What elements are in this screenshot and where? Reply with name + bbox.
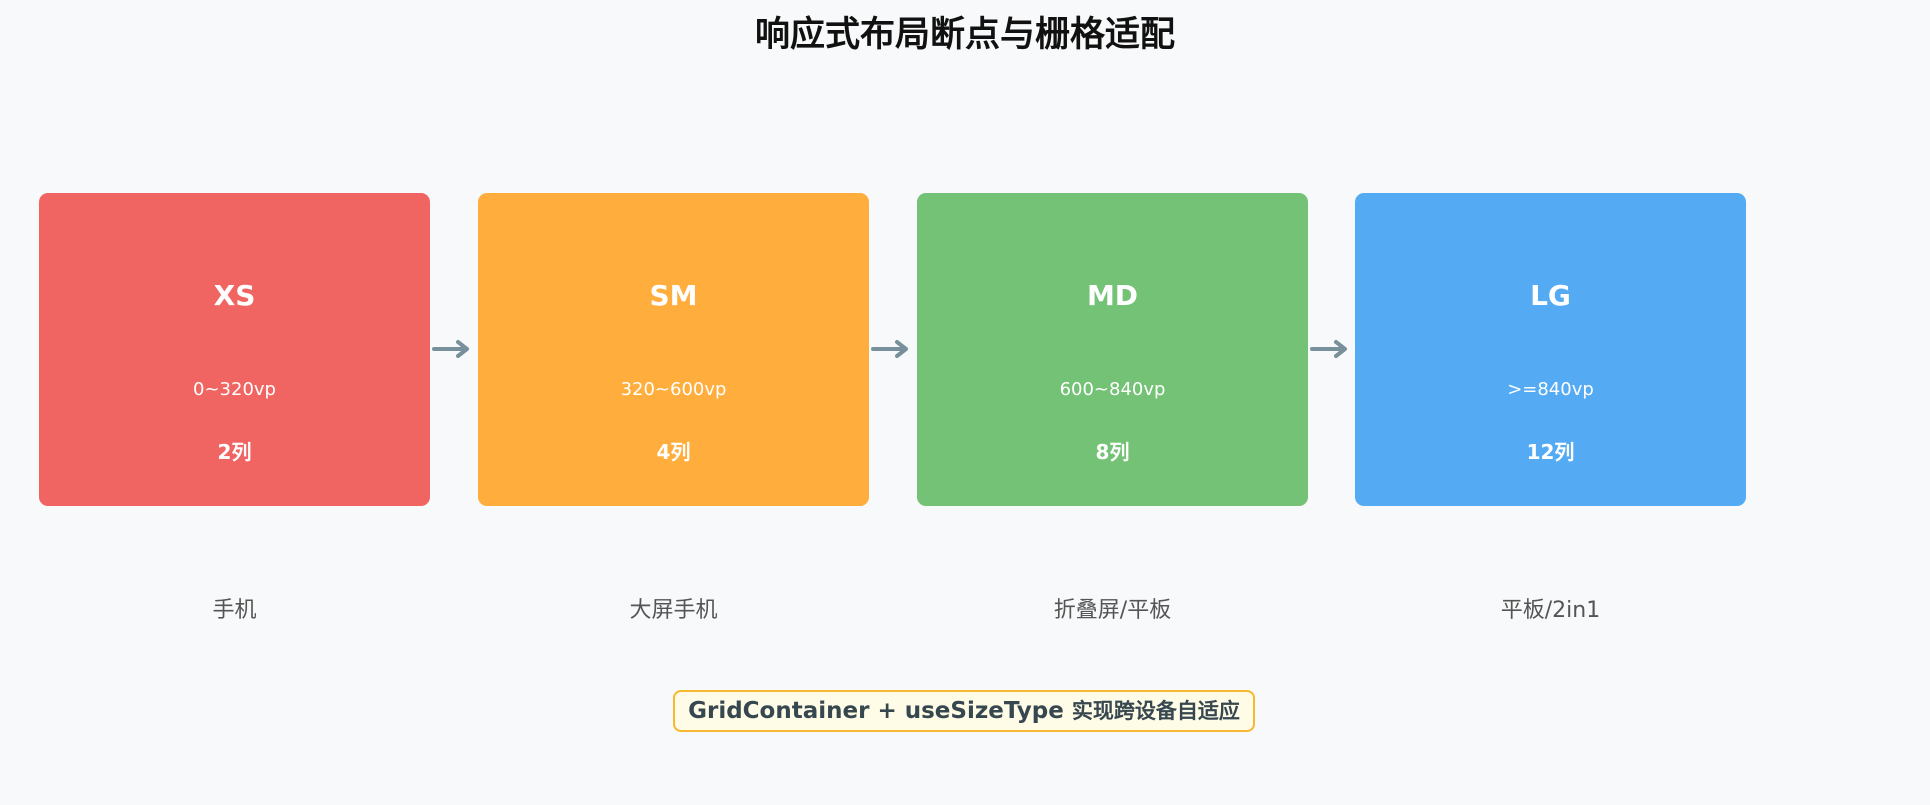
device-label-lg: 平板/2in1: [1500, 598, 1601, 623]
breakpoint-columns: 12列: [1526, 440, 1575, 464]
breakpoint-columns: 2列: [217, 440, 252, 464]
breakpoint-range: 0~320vp: [193, 379, 276, 400]
breakpoint-range: >=840vp: [1507, 379, 1594, 400]
breakpoint-name: MD: [1086, 279, 1139, 312]
summary-note: GridContainer + useSizeType 实现跨设备自适应: [673, 690, 1255, 732]
breakpoint-columns: 4列: [656, 440, 691, 464]
breakpoint-card-xs: XS 0~320vp 2列: [39, 193, 430, 506]
arrow-right-icon: [432, 340, 469, 358]
breakpoint-card-sm: SM 320~600vp 4列: [478, 193, 869, 506]
breakpoint-range: 320~600vp: [620, 379, 727, 400]
breakpoint-card-lg: LG >=840vp 12列: [1355, 193, 1746, 506]
breakpoint-range: 600~840vp: [1059, 379, 1166, 400]
device-label-xs: 手机: [212, 598, 257, 623]
breakpoint-name: SM: [649, 279, 698, 312]
device-label-sm: 大屏手机: [629, 598, 718, 623]
breakpoint-columns: 8列: [1095, 440, 1130, 464]
arrow-right-icon: [1310, 340, 1347, 358]
breakpoint-name: LG: [1530, 279, 1571, 312]
breakpoint-card-md: MD 600~840vp 8列: [917, 193, 1308, 506]
note-code: GridContainer + useSizeType: [688, 698, 1064, 724]
diagram-title: 响应式布局断点与栅格适配: [754, 14, 1175, 55]
device-label-md: 折叠屏/平板: [1053, 598, 1172, 623]
note-text: 实现跨设备自适应: [1071, 698, 1240, 723]
breakpoint-name: XS: [213, 279, 256, 312]
arrow-right-icon: [871, 340, 908, 358]
